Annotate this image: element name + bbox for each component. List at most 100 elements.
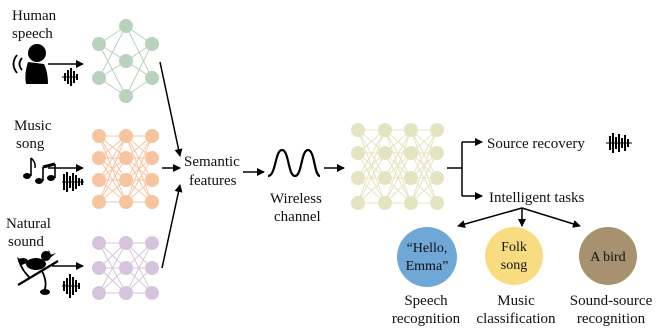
source-recovery-label: Source recovery bbox=[487, 136, 585, 152]
waveform-icon bbox=[606, 133, 632, 153]
network-node bbox=[404, 171, 418, 185]
network-node bbox=[119, 261, 133, 275]
semantic-decoder-network bbox=[351, 123, 444, 210]
network-node bbox=[92, 129, 106, 143]
semantic-features-label-line1: Semantic bbox=[184, 154, 240, 170]
music-result-text-line2: song bbox=[501, 258, 527, 273]
person-speaking-icon bbox=[12, 44, 48, 84]
network-node bbox=[351, 196, 365, 210]
network-connection bbox=[125, 135, 153, 181]
network-connection bbox=[357, 129, 386, 179]
network-node bbox=[92, 236, 106, 250]
network-connection bbox=[98, 157, 127, 203]
network-connection bbox=[384, 129, 412, 179]
network-node bbox=[119, 19, 133, 33]
natural-sound-label-line1: Natural bbox=[6, 216, 51, 232]
network-node bbox=[119, 286, 133, 300]
semantic-features-label-line2: features bbox=[189, 173, 237, 189]
network-node bbox=[378, 171, 392, 185]
bird-on-branch-icon: ♪ bbox=[17, 247, 59, 295]
intelligent-tasks-label: Intelligent tasks bbox=[489, 190, 585, 206]
task-arrow-natural bbox=[521, 207, 581, 228]
music-result-text-line1: Folk bbox=[501, 240, 527, 255]
network-connection bbox=[410, 129, 438, 204]
network-node bbox=[145, 129, 159, 143]
network-node bbox=[145, 195, 159, 209]
natural-to-features-arrow bbox=[161, 184, 183, 269]
music-classification-label-line2: classification bbox=[476, 311, 556, 327]
network-node bbox=[92, 286, 106, 300]
network-node bbox=[351, 171, 365, 185]
network-connection bbox=[98, 135, 127, 181]
network-node bbox=[404, 196, 418, 210]
network-node bbox=[119, 151, 133, 165]
network-node bbox=[378, 196, 392, 210]
speech-encoder-network bbox=[92, 19, 159, 103]
wireless-channel-label-line2: channel bbox=[274, 209, 321, 225]
network-node bbox=[404, 146, 418, 160]
network-node bbox=[119, 195, 133, 209]
network-node bbox=[430, 196, 444, 210]
network-connection bbox=[98, 135, 127, 203]
speech-result-text-line2: Emma” bbox=[406, 259, 449, 274]
network-node bbox=[119, 54, 133, 68]
network-node bbox=[92, 71, 106, 85]
sound-source-recognition-label-line2: recognition bbox=[577, 311, 646, 327]
music-notes-icon bbox=[23, 157, 56, 184]
music-encoder-network bbox=[92, 129, 159, 209]
natural-result-text-line1: A bird bbox=[590, 250, 625, 265]
bird-note-glyph: ♪ bbox=[46, 247, 52, 259]
human-speech-label-line2: speech bbox=[12, 26, 53, 42]
network-node bbox=[92, 151, 106, 165]
network-connection bbox=[384, 129, 412, 204]
network-node bbox=[430, 123, 444, 137]
network-node bbox=[145, 173, 159, 187]
network-connection bbox=[410, 152, 438, 204]
network-node bbox=[92, 37, 106, 51]
speech-to-features-arrow bbox=[159, 61, 183, 157]
network-node bbox=[351, 123, 365, 137]
network-node bbox=[378, 146, 392, 160]
network-node bbox=[145, 236, 159, 250]
natural-result-circle bbox=[579, 227, 637, 285]
human-speech-label-line1: Human bbox=[12, 8, 57, 24]
network-connection bbox=[384, 152, 412, 204]
network-connection bbox=[125, 242, 153, 294]
network-node bbox=[378, 123, 392, 137]
network-node bbox=[145, 37, 159, 51]
network-node bbox=[145, 71, 159, 85]
network-connection bbox=[98, 25, 127, 79]
sine-wave-icon bbox=[267, 148, 321, 178]
natural-encoder-network bbox=[92, 236, 159, 300]
network-node bbox=[351, 146, 365, 160]
network-connection bbox=[357, 152, 386, 204]
network-node bbox=[430, 146, 444, 160]
natural-sound-label-line2: sound bbox=[8, 234, 44, 250]
wireless-channel-label-line1: Wireless bbox=[270, 191, 322, 207]
waveform-icon bbox=[62, 68, 78, 86]
network-node bbox=[119, 236, 133, 250]
music-classification-label-line1: Music bbox=[497, 293, 535, 309]
network-node bbox=[119, 89, 133, 103]
network-node bbox=[145, 261, 159, 275]
waveform-icon bbox=[62, 274, 80, 298]
speech-result-circle bbox=[397, 227, 457, 287]
network-connection bbox=[125, 135, 153, 203]
network-connection bbox=[98, 242, 127, 294]
network-node bbox=[92, 173, 106, 187]
music-song-label-line2: song bbox=[16, 136, 45, 152]
network-connection bbox=[125, 43, 153, 97]
sound-source-recognition-label-line1: Sound-source bbox=[570, 293, 653, 309]
speech-result-text-line1: “Hello, bbox=[407, 241, 448, 256]
network-node bbox=[145, 286, 159, 300]
network-node bbox=[404, 123, 418, 137]
waveform-icon bbox=[62, 172, 84, 192]
network-node bbox=[430, 171, 444, 185]
music-song-label-line1: Music bbox=[14, 118, 52, 134]
network-node bbox=[119, 173, 133, 187]
network-node bbox=[119, 129, 133, 143]
task-arrow-speech bbox=[457, 207, 523, 228]
network-connection bbox=[410, 129, 438, 179]
network-node bbox=[92, 261, 106, 275]
network-node bbox=[145, 151, 159, 165]
